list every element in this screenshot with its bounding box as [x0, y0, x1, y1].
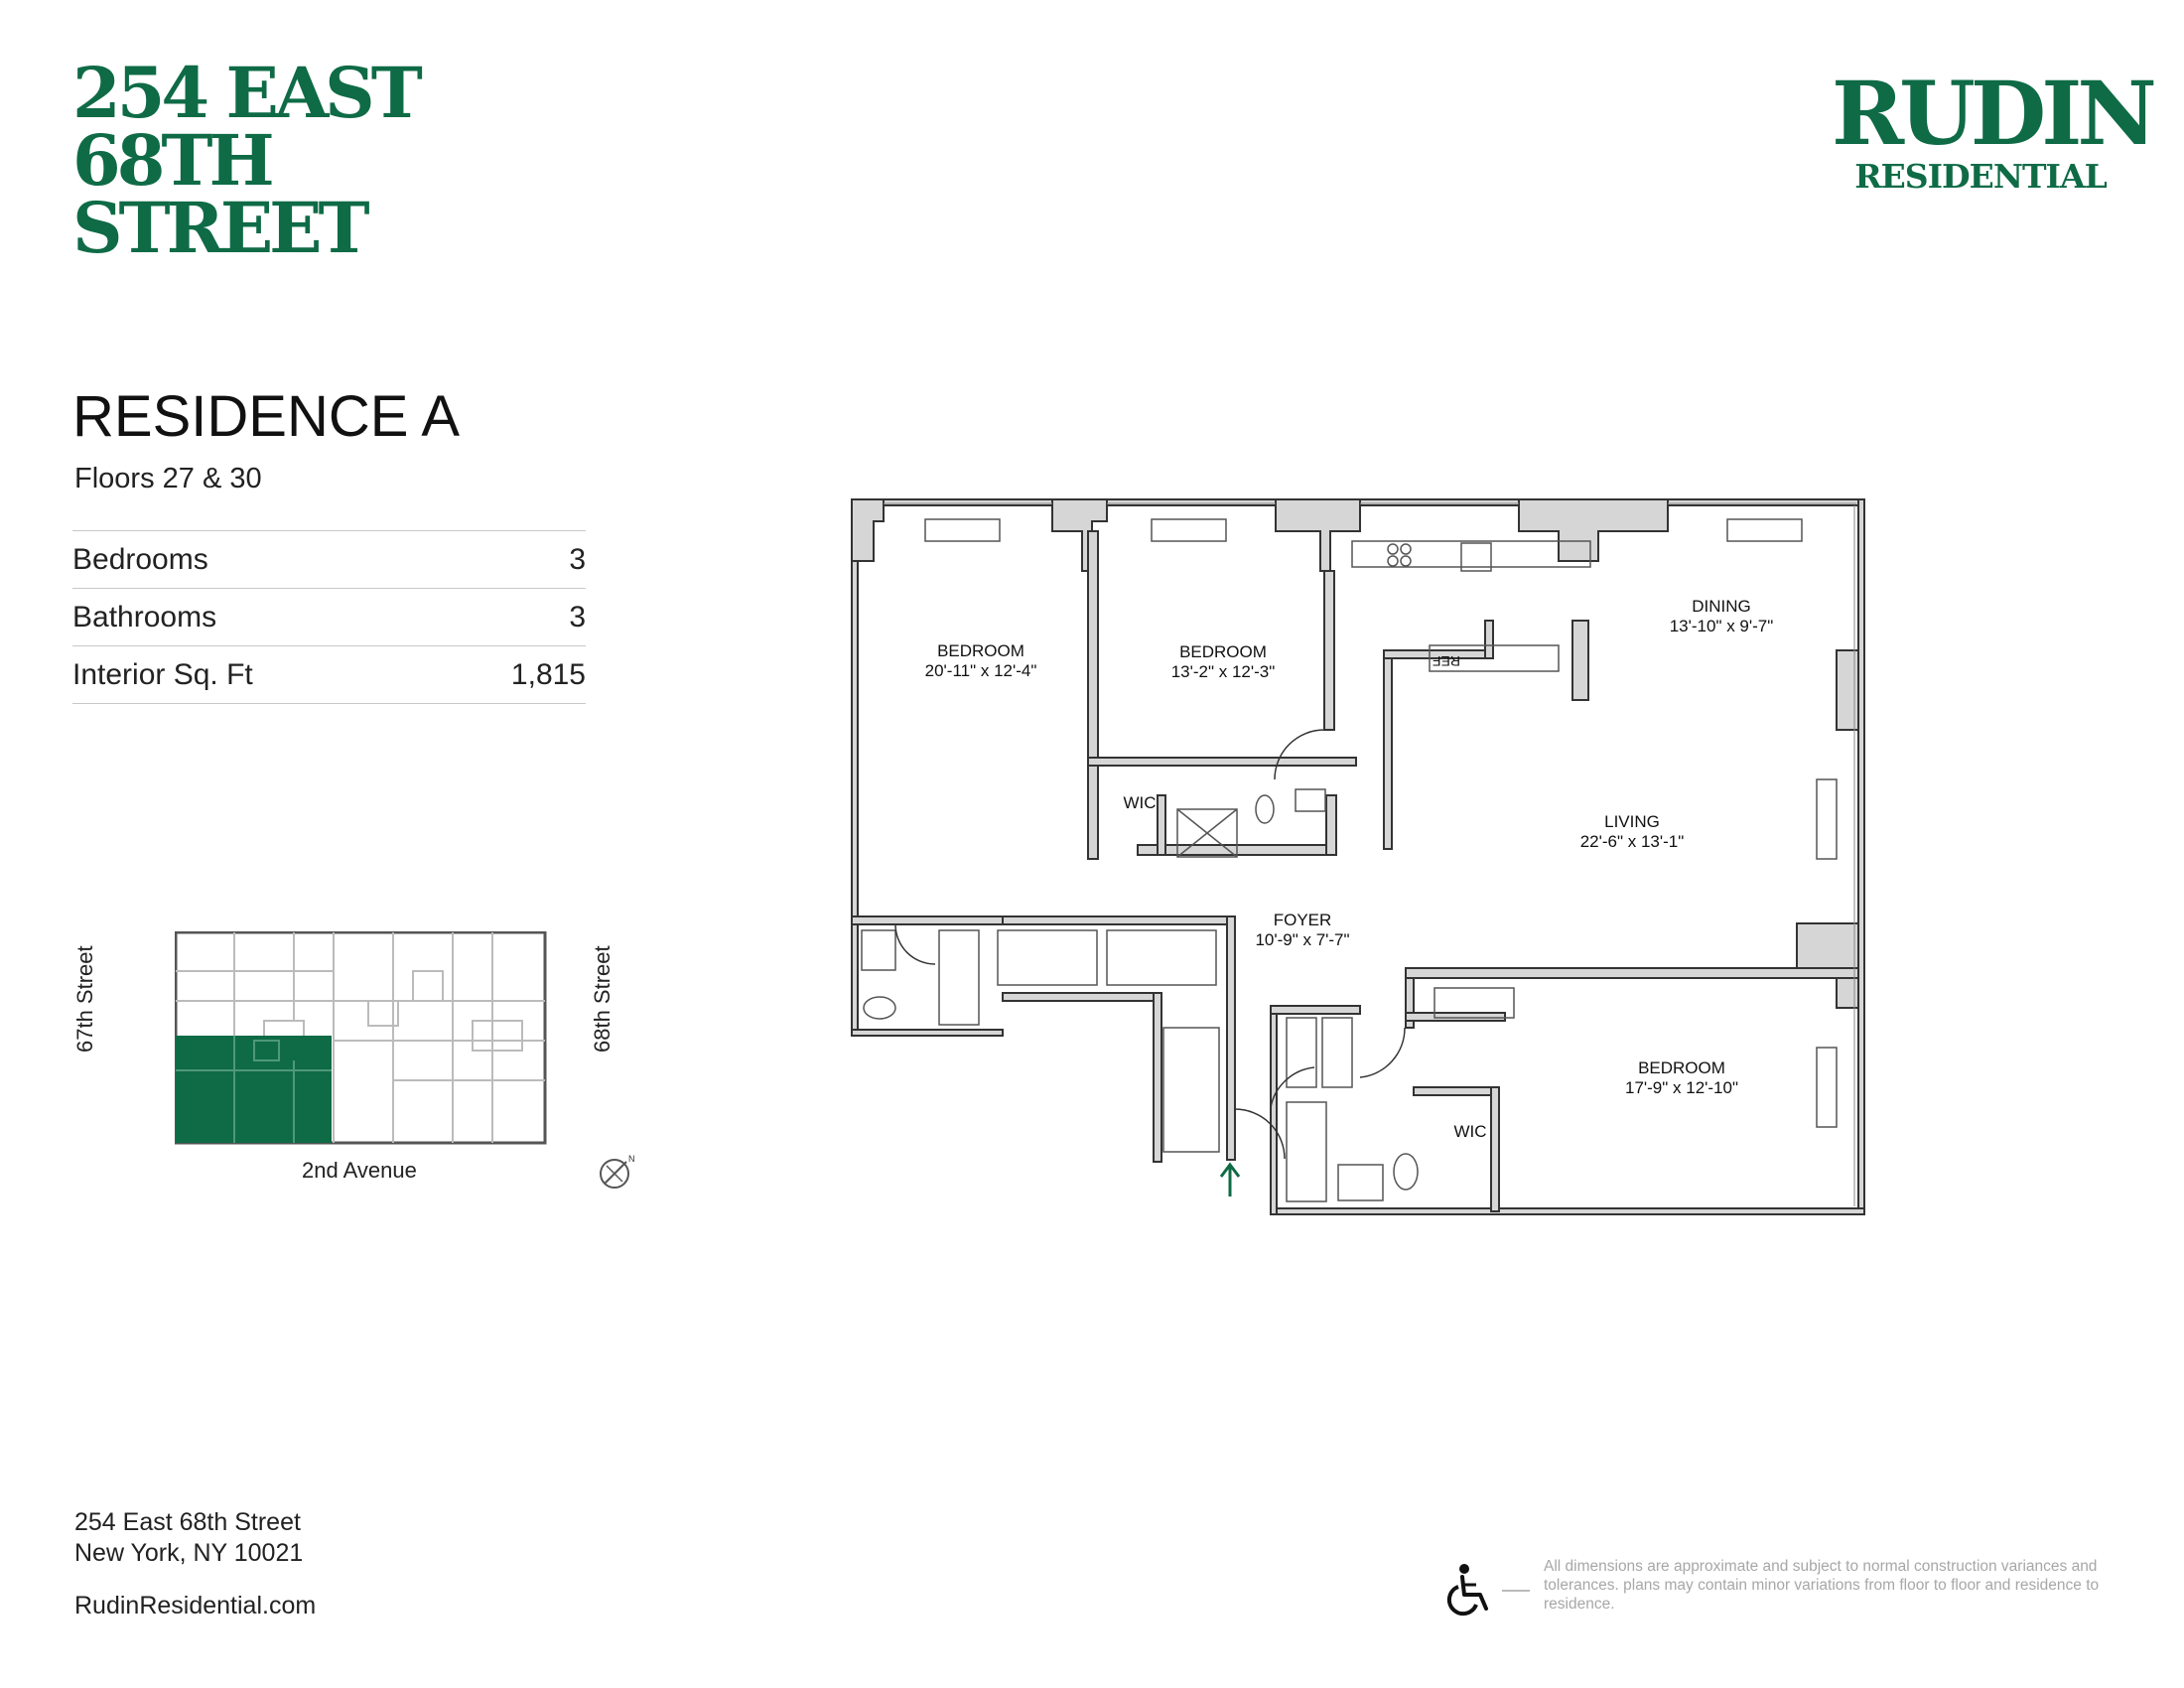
key-plan-unit-lines — [176, 932, 545, 1143]
logo-rudin: RUDIN — [1832, 62, 2157, 165]
entry-arrow-icon — [1219, 1162, 1241, 1196]
key-plan-map — [175, 931, 547, 1145]
wic-label-2: WIC — [1453, 1122, 1486, 1141]
ref-label: REF — [1433, 653, 1460, 669]
rudin-residential-logo: RUDIN RESIDENTIAL — [1832, 62, 2157, 196]
logo-residential: RESIDENTIAL — [1854, 157, 2108, 196]
building-name-line-2: 68TH — [72, 119, 275, 202]
address-line-1: 254 East 68th Street — [74, 1508, 301, 1536]
building-name-line-3: STREET — [72, 187, 370, 269]
website-link[interactable]: RudinResidential.com — [74, 1592, 317, 1619]
dimensions-disclaimer: All dimensions are approximate and subje… — [1544, 1558, 2100, 1613]
wheelchair-accessibility-icon — [1446, 1564, 1530, 1617]
floor-plan-fixtures — [861, 518, 1838, 1202]
stat-row-bathrooms: Bathrooms 3 — [72, 588, 586, 645]
stat-value: 3 — [569, 600, 586, 633]
stat-label: Interior Sq. Ft — [72, 657, 253, 691]
room-size-bedroom-3: 17'-9" x 12'-10" — [1625, 1078, 1738, 1097]
room-name-foyer: FOYER — [1274, 911, 1332, 929]
footer-address: 254 East 68th Street New York, NY 10021 — [74, 1507, 303, 1569]
residence-title: RESIDENCE A — [72, 384, 460, 449]
room-size-bedroom-2: 13'-2" x 12'-3" — [1171, 662, 1276, 681]
stat-label: Bathrooms — [72, 600, 217, 633]
room-size-bedroom-1: 20'-11" x 12'-4" — [925, 661, 1037, 680]
room-size-foyer: 10'-9" x 7'-7" — [1255, 930, 1349, 949]
room-name-bedroom-1: BEDROOM — [937, 641, 1024, 660]
room-name-bedroom-3: BEDROOM — [1638, 1058, 1725, 1077]
street-label-67th: 67th Street — [72, 945, 97, 1053]
wic-label-1: WIC — [1123, 793, 1156, 812]
floor-plan: BEDROOM 20'-11" x 12'-4" BEDROOM 13'-2" … — [851, 498, 1865, 1215]
floors-subtitle: Floors 27 & 30 — [74, 463, 262, 494]
address-line-2: New York, NY 10021 — [74, 1539, 304, 1567]
floor-plan-windows — [884, 502, 1856, 1206]
building-name-title: 254 EAST 68TH STREET — [72, 52, 423, 269]
stat-value: 3 — [569, 542, 586, 576]
stat-row-interior-sqft: Interior Sq. Ft 1,815 — [72, 645, 586, 704]
room-size-dining: 13'-10" x 9'-7" — [1670, 617, 1774, 635]
street-label-2nd-avenue: 2nd Avenue — [302, 1158, 417, 1183]
compass-north-label: N — [628, 1154, 635, 1164]
floor-plan-doors — [894, 729, 1406, 1160]
stat-value: 1,815 — [510, 657, 586, 691]
room-name-living: LIVING — [1604, 812, 1660, 831]
room-name-bedroom-2: BEDROOM — [1179, 642, 1267, 661]
room-size-living: 22'-6" x 13'-1" — [1580, 832, 1685, 851]
compass-icon: N — [600, 1154, 635, 1189]
residence-stats-table: Bedrooms 3 Bathrooms 3 Interior Sq. Ft 1… — [72, 530, 586, 704]
building-name-line-1: 254 EAST — [72, 52, 423, 134]
street-label-68th: 68th Street — [590, 945, 614, 1053]
stat-label: Bedrooms — [72, 542, 208, 576]
stat-row-bedrooms: Bedrooms 3 — [72, 530, 586, 588]
room-name-dining: DINING — [1692, 597, 1751, 616]
